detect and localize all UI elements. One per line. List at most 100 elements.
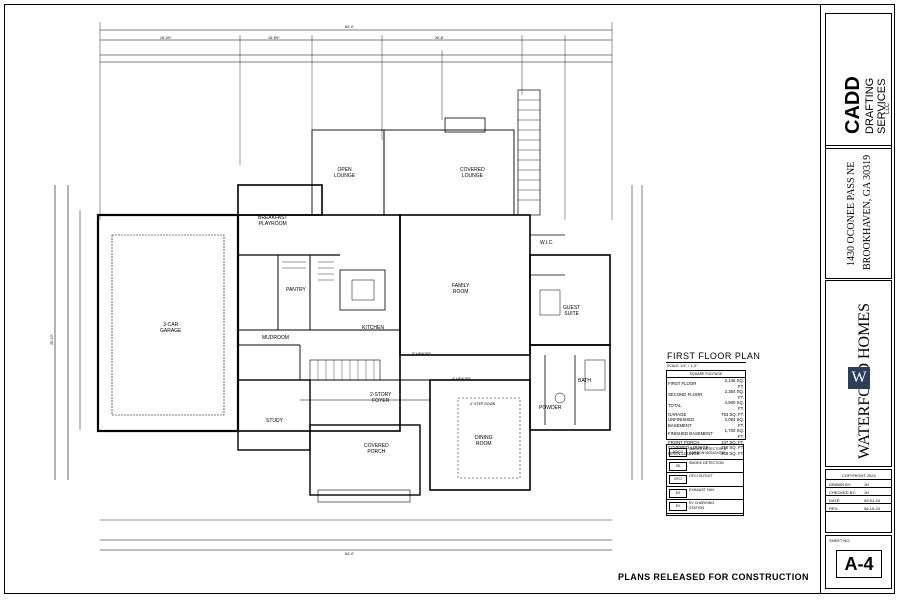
dim-mid-seg-top: 18'-5½" [268, 36, 280, 40]
dim-left-seg-top: 15'-4½" [160, 36, 172, 40]
address-panel: 1430 OCONEE PASS NE BROOKHAVEN, GA 30319 [825, 145, 892, 279]
room-covered-porch: COVERED PORCH [364, 443, 389, 455]
date-label: DATE: [829, 498, 841, 503]
square-footage-row: FIRST FLOOR 2,146 SQ. FT. [667, 378, 745, 389]
rev-label: REV: [829, 506, 839, 511]
title-block: CADD DRAFTING SERVICES LLC 1430 OCONEE P… [820, 4, 895, 594]
legend-text: GFCI OUTLET [689, 474, 713, 479]
square-footage-row: FRONT PORCH 137 SQ. FT. [667, 440, 745, 446]
floor-plan-drawing [54, 22, 643, 551]
dim-overall-left: 45'-10" [50, 334, 54, 345]
legend-symbol-icon: SD [669, 461, 687, 471]
sheet-number: A-4 [836, 550, 882, 578]
square-footage-value: 4,500 SQ. FT. [724, 400, 744, 411]
square-footage-row: TOTAL 4,500 SQ. FT. [667, 400, 745, 411]
square-footage-row: GARAGE 793 SQ. FT. [667, 412, 745, 418]
room-foyer: 2-STORY FOYER [370, 392, 392, 404]
company-drafting: DRAFTING [864, 77, 876, 134]
plans-released-banner: PLANS RELEASED FOR CONSTRUCTION [618, 572, 809, 582]
square-footage-label: UNFINISHED BASEMENT [668, 417, 695, 428]
room-kitchen: KITCHEN [362, 325, 384, 331]
legend-symbol-icon: SD/CO [669, 448, 687, 457]
square-footage-label: COVERED LOUNGE [668, 445, 709, 451]
sheet-label: SHEET NO. [829, 538, 851, 543]
drawn-by-value: JH [864, 482, 869, 487]
room-family: FAMILY ROOM [452, 283, 470, 295]
drawn-by-label: DRAWN BY: [829, 482, 852, 487]
square-footage-row: COVERED LOUNGE 256 SQ. FT. [667, 445, 745, 451]
room-dining: DINING ROOM [475, 435, 493, 447]
legend-symbol-icon: EX [669, 488, 687, 498]
square-footage-row: UNFINISHED BASEMENT 2,093 SQ. FT. [667, 417, 745, 428]
legend-symbol-icon: EV [669, 502, 687, 512]
legend-text: EXHAUST FAN [689, 487, 714, 492]
room-guest: GUEST SUITE [563, 305, 581, 317]
square-footage-label: FINISHED BASEMENT [668, 431, 713, 437]
square-footage-row: FINISHED BASEMENT 1,700 SQ. FT. [667, 428, 745, 439]
square-footage-label: OPEN LOUNGE [668, 450, 700, 456]
builder-logo-icon: W [848, 367, 870, 389]
builder-panel: WATERFORD HOMES W [825, 280, 892, 467]
square-footage-label: FRONT PORCH [668, 439, 700, 445]
dim-header-4: 4" HEADER [452, 377, 471, 381]
address-line2: BROOKHAVEN, GA 30319 [862, 154, 873, 270]
company-panel: CADD DRAFTING SERVICES LLC [825, 13, 892, 149]
legend-text: SMOKE DETECTOR & CARBON MONOXIDE [689, 447, 727, 456]
square-footage-value: 1,700 SQ. FT. [724, 428, 744, 439]
legend-text: SMOKE DETECTION [689, 460, 724, 465]
dim-header-5: 5" HEADER [412, 352, 431, 356]
square-footage-rows: FIRST FLOOR 2,146 SQ. FT. SECOND FLOOR 2,35… [667, 378, 745, 456]
address-line1: 1430 OCONEE PASS NE [846, 161, 857, 266]
square-footage-label: FIRST FLOOR [668, 380, 697, 386]
legend-symbol-icon: GFCI [669, 475, 687, 485]
room-pantry: PANTRY [286, 287, 306, 293]
drawing-info-panel: COPYRIGHT 2024 DRAWN BY: JH CHECKED BY: … [825, 469, 892, 533]
company-cadd: CADD [842, 76, 864, 134]
square-footage-title: SQUARE FOOTAGE [667, 371, 745, 378]
square-footage-value: 793 SQ. FT. [721, 411, 744, 417]
square-footage-value: 2,354 SQ. FT. [724, 389, 744, 400]
dim-overall-top: 84'-4" [345, 25, 354, 29]
square-footage-value: 2,093 SQ. FT. [724, 417, 744, 428]
legend-text: EV CHARGING STATION [689, 501, 715, 510]
square-footage-label: TOTAL [668, 403, 682, 409]
checked-by-label: CHECKED BY: [829, 490, 856, 495]
room-mudroom: MUDROOM [262, 335, 289, 341]
room-study: STUDY [266, 418, 283, 424]
square-footage-label: SECOND FLOOR [668, 391, 703, 397]
room-powder: POWDER [539, 405, 562, 411]
room-bath: BATH [578, 378, 591, 384]
square-footage-label: GARAGE [668, 411, 687, 417]
room-open-lounge: OPEN LOUNGE [334, 167, 356, 179]
rev-date: 06-15-24 [864, 506, 881, 511]
plan-title-underline [666, 362, 746, 363]
date-value: 09-01-24 [864, 498, 881, 503]
square-footage-row: OPEN LOUNGE 208 SQ. FT. [667, 451, 745, 457]
copyright: COPYRIGHT 2024 [842, 473, 876, 478]
dim-bottom-overall: 84'-4" [345, 552, 354, 556]
square-footage-value: 256 SQ. FT. [721, 445, 744, 451]
square-footage-value: 208 SQ. FT. [721, 450, 744, 456]
room-wic: W.I.C. [540, 240, 554, 246]
plan-scale: SCALE: 1/4" = 1'-0" [667, 364, 698, 368]
company-llc: LLC [885, 102, 891, 114]
dim-right-seg-top: 26'-8" [435, 36, 444, 40]
square-footage-row: SECOND FLOOR 2,354 SQ. FT. [667, 389, 745, 400]
room-breakfast: BREAKFAST PLAYROOM [258, 215, 288, 227]
plan-title: FIRST FLOOR PLAN [667, 351, 761, 361]
checked-by-value: JH [864, 490, 869, 495]
room-covered-lounge: COVERED LOUNGE [460, 167, 485, 179]
sheet-number-panel: SHEET NO. A-4 [825, 535, 892, 589]
room-garage: 3-CAR GARAGE [160, 322, 182, 334]
dim-step-down: 4" STEP DOWN [470, 402, 496, 406]
square-footage-value: 137 SQ. FT. [721, 439, 744, 445]
square-footage-value: 2,146 SQ. FT. [724, 378, 744, 389]
